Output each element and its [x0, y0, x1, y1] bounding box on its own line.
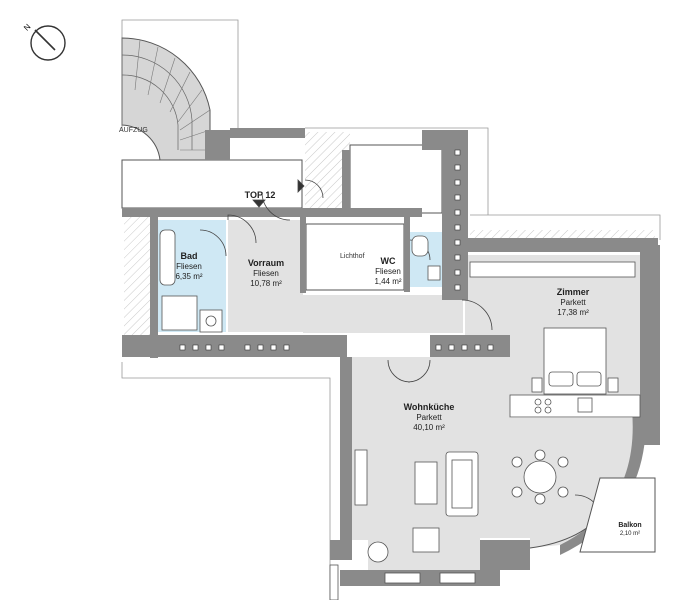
room-label-balkon: Balkon 2,10 m² — [618, 522, 642, 537]
living-furniture — [354, 449, 569, 563]
room-label-wohnkueche: Wohnküche Parkett 40,10 m² — [403, 402, 455, 433]
north-compass-icon: N — [22, 22, 66, 61]
walls — [122, 128, 660, 586]
windows — [329, 261, 636, 600]
room-floor-wohnkueche — [350, 357, 640, 570]
room-label-zimmer: Zimmer Parkett 17,38 m² — [556, 287, 590, 318]
staircase — [121, 37, 211, 161]
balcony-area — [579, 477, 656, 553]
context-lines — [121, 19, 661, 600]
bathroom-fixtures — [159, 229, 441, 333]
elevator-label: AUFZUG — [119, 127, 148, 134]
room-label-wc: WC Fliesen 1,44 m² — [374, 256, 402, 287]
room-label-bad: Bad Fliesen 6,35 m² — [175, 251, 203, 282]
lightwell-upper — [349, 144, 443, 214]
bed-icon — [531, 327, 619, 395]
north-letter: N — [22, 22, 33, 33]
unit-label: TOP 12 — [244, 190, 276, 200]
hallway-floor — [228, 220, 303, 332]
lightwell — [305, 223, 405, 291]
hallway-floor — [303, 295, 463, 333]
kitchen-counter — [509, 394, 641, 418]
room-label-vorraum: Vorraum Fliesen 10,78 m² — [247, 258, 285, 289]
column-markers — [179, 149, 494, 351]
courtyard-label: Lichthof — [340, 253, 365, 260]
